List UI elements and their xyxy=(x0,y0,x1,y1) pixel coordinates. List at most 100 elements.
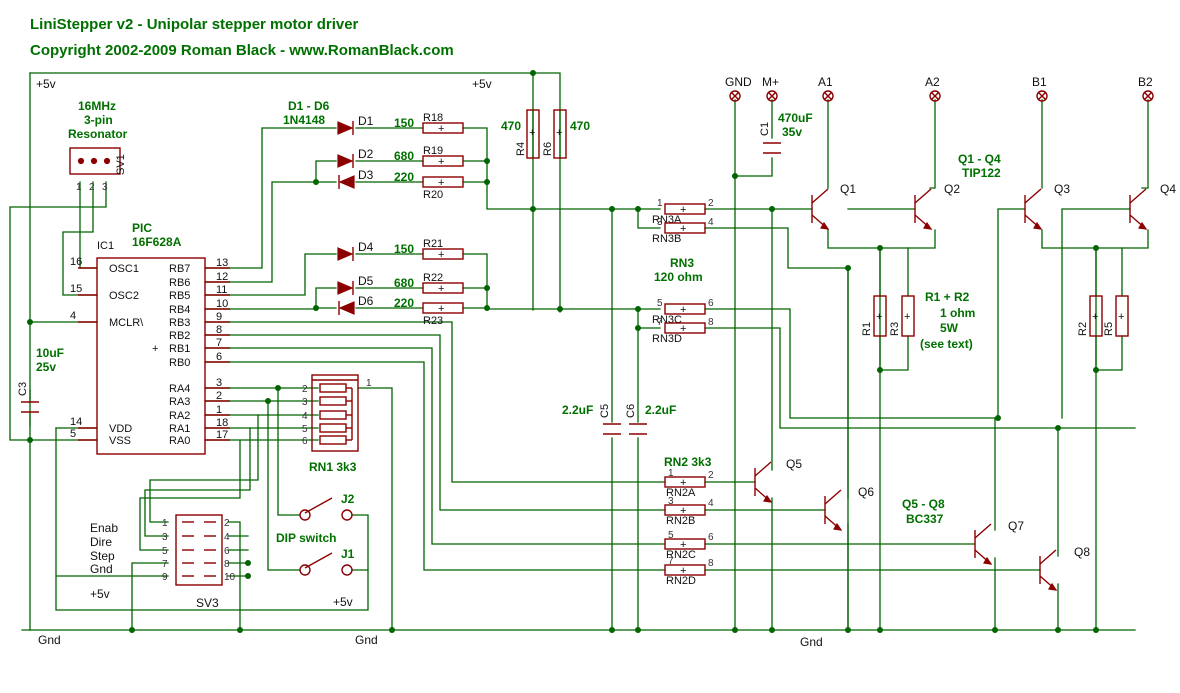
sv3-pin-label: 7 xyxy=(162,559,168,570)
diode-label: D2 xyxy=(358,147,374,161)
rn2-pin-label: 4 xyxy=(708,498,714,509)
pic-right-pin-num: 12 xyxy=(216,271,228,283)
small-transistor-group: Q5 - Q8 BC337 xyxy=(902,497,945,526)
pic-right-pin-name: RB0 xyxy=(169,357,190,369)
resistor-value: 680 xyxy=(394,149,414,163)
resistor-ref: R19 xyxy=(423,145,443,157)
rn1-resistor xyxy=(319,383,347,393)
c1-ref: C1 xyxy=(759,122,771,136)
resistor-value: 220 xyxy=(394,170,414,184)
connector-b2: B2 xyxy=(1138,75,1154,102)
resonator-pin-3: 3 xyxy=(102,182,108,193)
transistor-label: Q5 xyxy=(786,457,802,471)
pic-part: 16F628A xyxy=(132,235,182,249)
c3-ref: C3 xyxy=(17,382,29,396)
pic-right-pin-name: RA3 xyxy=(169,396,190,408)
schematic-title: LiniStepper v2 - Unipolar stepper motor … xyxy=(30,16,359,33)
svg-text:+: + xyxy=(680,204,686,216)
svg-text:+: + xyxy=(680,304,686,316)
svg-text:+: + xyxy=(1092,311,1098,323)
svg-text:+: + xyxy=(680,223,686,235)
svg-text:+: + xyxy=(904,311,910,323)
j1-label: J1 xyxy=(341,547,355,561)
pic-left-pin-num: 4 xyxy=(70,310,76,322)
r6-ref: R6 xyxy=(542,142,554,156)
r4-value: 470 xyxy=(501,119,521,133)
pic-left-pin-name: VSS xyxy=(109,435,131,447)
sv3-pin-label: 3 xyxy=(162,532,168,543)
pic-right-pin-num: 10 xyxy=(216,298,228,310)
pic-right-pin-name: RB4 xyxy=(169,304,190,316)
rn2-pin-label: 1 xyxy=(668,468,674,479)
sense-value-line3: 5W xyxy=(940,321,959,335)
small-transistor-title: Q5 - Q8 xyxy=(902,497,945,511)
rn1-pin-label: 6 xyxy=(302,436,308,447)
resonator-sv1: 16MHz 3-pin Resonator SV1 1 2 3 xyxy=(68,99,128,193)
pic-right-pin-name: RA2 xyxy=(169,410,190,422)
c1-value-line1: 470uF xyxy=(778,111,813,125)
resistor-r4-r6: + + 470 470 R4 R6 xyxy=(501,109,590,159)
c6-value: 2.2uF xyxy=(645,403,676,417)
connector-label: A2 xyxy=(925,75,940,89)
pic-right-pin-num: 8 xyxy=(216,324,222,336)
rn2-title: RN2 3k3 xyxy=(664,455,712,469)
supply-label-5v-sv3: +5v xyxy=(90,587,110,601)
small-transistor-part: BC337 xyxy=(906,512,944,526)
pic-center-mark: + xyxy=(152,343,158,355)
rn3-pin-label: 2 xyxy=(708,198,714,209)
rn1-pin-label: 3 xyxy=(302,397,308,408)
pic-left-pin-name: OSC2 xyxy=(109,290,139,302)
connector-a2: A2 xyxy=(925,75,941,102)
sv3-pin-label: 1 xyxy=(162,518,168,529)
resonator-type: Resonator xyxy=(68,127,128,141)
rn3-part-label: RN3D xyxy=(652,333,682,345)
connector-gnd: GND xyxy=(725,75,752,102)
resistor-ref: R20 xyxy=(423,189,443,201)
pic-right-pin-num: 18 xyxy=(216,417,228,429)
transistor-q4: Q4 xyxy=(1129,182,1176,230)
diode-label: D6 xyxy=(358,294,374,308)
rn2-pin-label: 3 xyxy=(668,496,674,507)
rn2-part-label: RN2B xyxy=(666,515,695,527)
supply-label-5v-top: +5v xyxy=(472,77,492,91)
transistor-label: Q2 xyxy=(944,182,960,196)
connector-b1: B1 xyxy=(1032,75,1048,102)
pic-right-pin-num: 17 xyxy=(216,429,228,441)
dip-switch-caption: DIP switch xyxy=(276,531,336,545)
pic-right-pin-name: RA1 xyxy=(169,423,190,435)
pic-left-pin-num: 5 xyxy=(70,428,76,440)
svg-text:+: + xyxy=(438,283,444,295)
connector-a1: A1 xyxy=(818,75,834,102)
rn1-resistor xyxy=(319,396,347,406)
transistor-q5: Q5 xyxy=(754,457,802,503)
sv3-label-step: Step xyxy=(90,549,115,563)
jumper-j2: J2 xyxy=(299,492,355,521)
transistor-label: Q7 xyxy=(1008,519,1024,533)
resistor-ref: R23 xyxy=(423,315,443,327)
jumper-j1: J1 xyxy=(299,547,355,576)
sv3-label-gnd: Gnd xyxy=(90,562,113,576)
diode-group-part: 1N4148 xyxy=(283,113,325,127)
pic-right-pin-name: RB1 xyxy=(169,343,190,355)
gnd-label-right: Gnd xyxy=(800,635,823,649)
rn3-value: 120 ohm xyxy=(654,270,703,284)
resonator-pin-1: 1 xyxy=(76,182,82,193)
transistor-label: Q6 xyxy=(858,485,874,499)
rn1-resistor xyxy=(319,423,347,433)
svg-text:+: + xyxy=(438,249,444,261)
sense-value-line2: 1 ohm xyxy=(940,306,975,320)
rn2-pin-label: 8 xyxy=(708,558,714,569)
power-transistor-group: Q1 - Q4 TIP122 xyxy=(958,152,1001,180)
r1-ref: R1 xyxy=(861,322,873,336)
transistor-q6: Q6 xyxy=(824,485,874,531)
diode-1: D1 xyxy=(337,114,374,135)
svg-text:+: + xyxy=(680,539,686,551)
rn2-pin-label: 2 xyxy=(708,470,714,481)
